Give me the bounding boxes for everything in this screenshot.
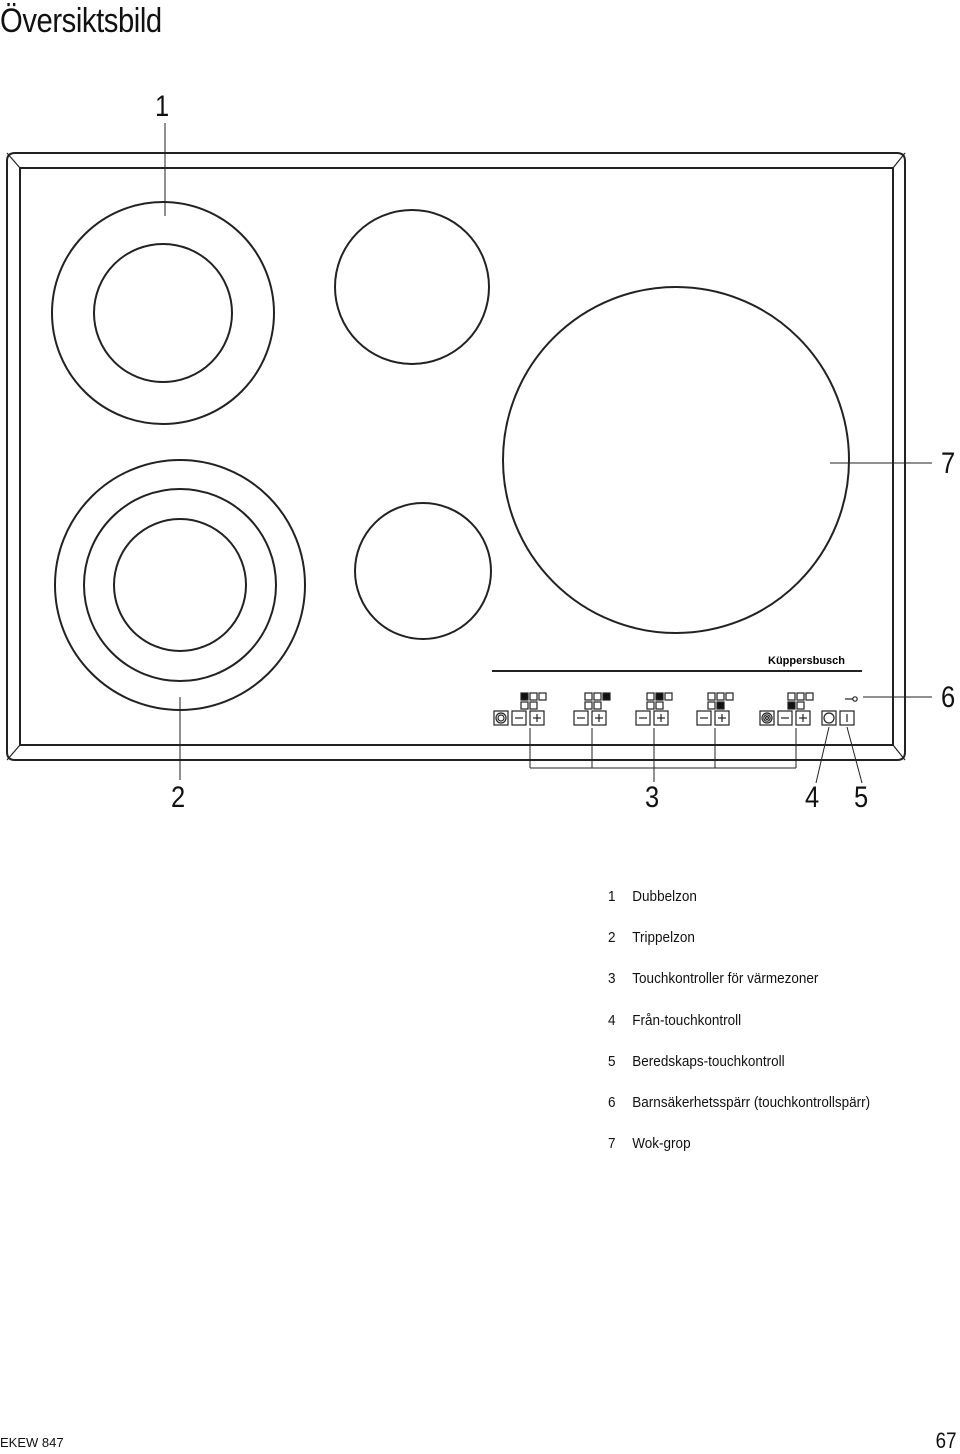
cooking-zone-small xyxy=(354,502,492,640)
page-number: 67 xyxy=(935,1428,956,1453)
cooktop-glass xyxy=(19,167,894,746)
triple-zone-inner xyxy=(113,518,247,652)
triple-zone-middle xyxy=(83,488,277,682)
footer-model: EKEW 847 xyxy=(0,1435,64,1450)
key-lock-icon[interactable] xyxy=(845,696,858,702)
cooktop-diagram: Küppersbusch xyxy=(6,123,932,784)
callout-4: 4 xyxy=(805,781,820,814)
control-group-2[interactable] xyxy=(573,692,611,726)
cooking-zone-top xyxy=(334,209,490,365)
callout-1: 1 xyxy=(155,90,170,123)
dual-zone-outer xyxy=(51,201,275,425)
standby-touch-control[interactable] xyxy=(839,710,855,726)
callout-2: 2 xyxy=(171,781,186,814)
control-group-4[interactable] xyxy=(696,692,734,726)
control-group-5[interactable] xyxy=(759,692,814,726)
brand-logo: Küppersbusch xyxy=(768,655,845,667)
callout-3: 3 xyxy=(645,781,660,814)
control-group-3[interactable] xyxy=(635,692,673,726)
touch-controls xyxy=(493,692,858,726)
dual-zone-inner xyxy=(93,243,233,383)
triple-zone-outer xyxy=(54,459,306,711)
wok-zone xyxy=(502,286,850,634)
control-group-1[interactable] xyxy=(493,692,547,726)
off-touch-control[interactable] xyxy=(821,710,837,726)
cooktop-outer-frame xyxy=(6,152,906,761)
callout-6: 6 xyxy=(941,681,956,714)
callout-5: 5 xyxy=(854,781,869,814)
page-title: Översiktsbild xyxy=(0,2,162,40)
callout-7: 7 xyxy=(941,447,956,480)
